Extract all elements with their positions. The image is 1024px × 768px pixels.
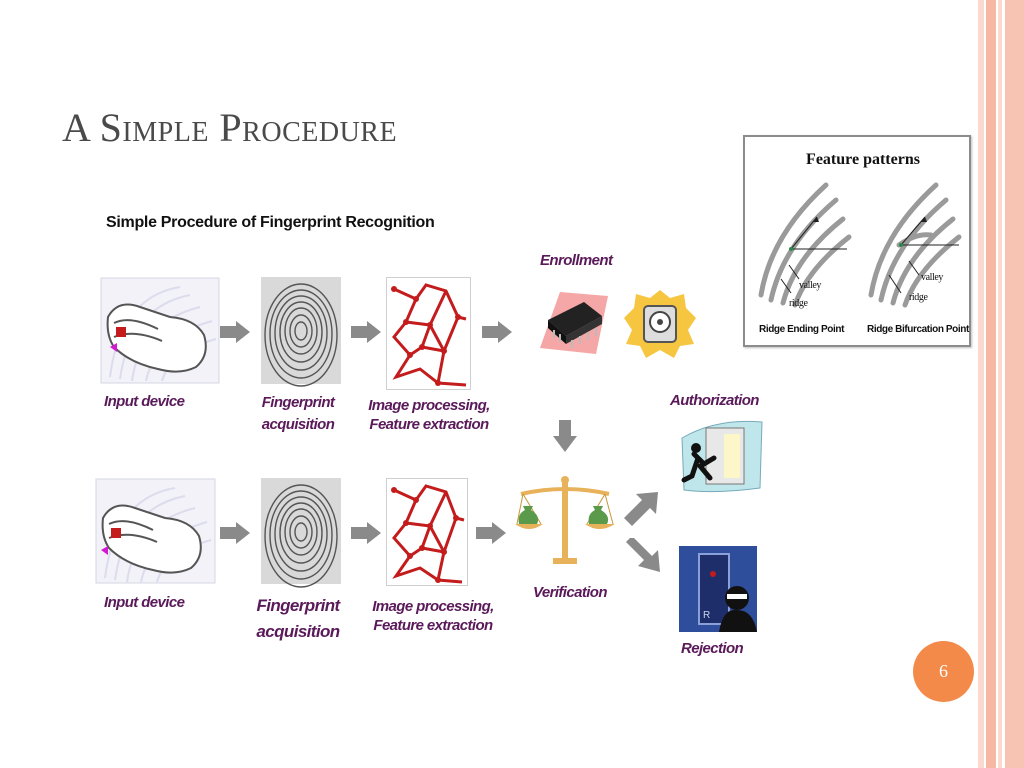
authorization-label: Authorization <box>670 392 759 409</box>
slide-title: A Simple Procedure <box>62 105 398 150</box>
page-number-badge: 6 <box>913 641 974 702</box>
balance-scale-icon <box>515 476 615 564</box>
verification-label: Verification <box>533 584 608 601</box>
fingerprint-acquisition-label-bottom: Fingerprint acquisition <box>248 593 348 645</box>
acquisition-line2: acquisition <box>256 622 340 641</box>
ridge-ending-illustration <box>758 182 852 308</box>
arrow-right-icon <box>220 522 250 544</box>
processing-line2: Feature extraction <box>373 617 493 634</box>
ridge-ending-caption: Ridge Ending Point <box>759 324 845 335</box>
input-device-label-top: Input device <box>104 393 185 410</box>
diagram-subtitle: Simple Procedure of Fingerprint Recognit… <box>106 214 435 231</box>
acquisition-line1: Fingerprint <box>256 596 340 615</box>
fingerprint-acquisition-label-top: Fingerprint acquisition <box>250 392 346 436</box>
fingerprint-image-top <box>261 277 341 387</box>
arrow-down-icon <box>553 420 577 452</box>
arrow-right-icon <box>476 522 506 544</box>
input-device-image-top <box>100 277 220 384</box>
processing-line2: Feature extraction <box>369 416 489 433</box>
arrow-right-icon <box>351 522 381 544</box>
input-device-label-bottom: Input device <box>104 594 185 611</box>
arrow-down-right-icon <box>626 538 660 572</box>
processing-line1: Image processing, <box>372 598 494 615</box>
ridge-bifurcation-illustration <box>868 182 962 308</box>
left-valley-label: valley <box>799 280 822 291</box>
right-border-stripes <box>978 0 1024 768</box>
hand-on-scanner-icon <box>95 478 216 584</box>
hand-on-scanner-icon <box>100 277 220 384</box>
arrow-up-right-icon <box>624 492 658 526</box>
minutiae-image-top <box>386 277 471 390</box>
feature-patterns-panel: Feature patterns valley ridge valley <box>743 135 971 347</box>
svg-text:R: R <box>703 610 710 621</box>
fingerprint-icon <box>261 277 341 387</box>
image-processing-label-bottom: Image processing, Feature extraction <box>360 597 506 635</box>
input-device-image-bottom <box>95 478 216 584</box>
microchip-icon <box>540 292 608 354</box>
fingerprint-icon <box>261 478 341 588</box>
running-person-door-icon <box>681 420 763 493</box>
arrow-right-icon <box>220 321 250 343</box>
fingerprint-image-bottom <box>261 478 341 588</box>
hard-disk-icon <box>624 290 696 358</box>
enrollment-label: Enrollment <box>540 252 613 269</box>
left-ridge-label: ridge <box>789 298 808 309</box>
arrow-right-icon <box>482 321 512 343</box>
ridge-bifurcation-caption: Ridge Bifurcation Point <box>867 324 969 335</box>
right-ridge-label: ridge <box>909 292 928 303</box>
right-valley-label: valley <box>921 272 944 283</box>
processing-line1: Image processing, <box>368 397 490 414</box>
acquisition-line2: acquisition <box>261 416 335 433</box>
burglar-door-icon: R <box>679 546 757 632</box>
arrow-right-icon <box>351 321 381 343</box>
rejection-label: Rejection <box>681 640 744 657</box>
image-processing-label-top: Image processing, Feature extraction <box>356 396 502 434</box>
minutiae-graph-icon <box>386 478 468 586</box>
acquisition-line1: Fingerprint <box>261 394 335 411</box>
feature-patterns-title: Feature patterns <box>806 151 920 168</box>
minutiae-graph-icon <box>386 277 471 390</box>
minutiae-image-bottom <box>386 478 468 586</box>
